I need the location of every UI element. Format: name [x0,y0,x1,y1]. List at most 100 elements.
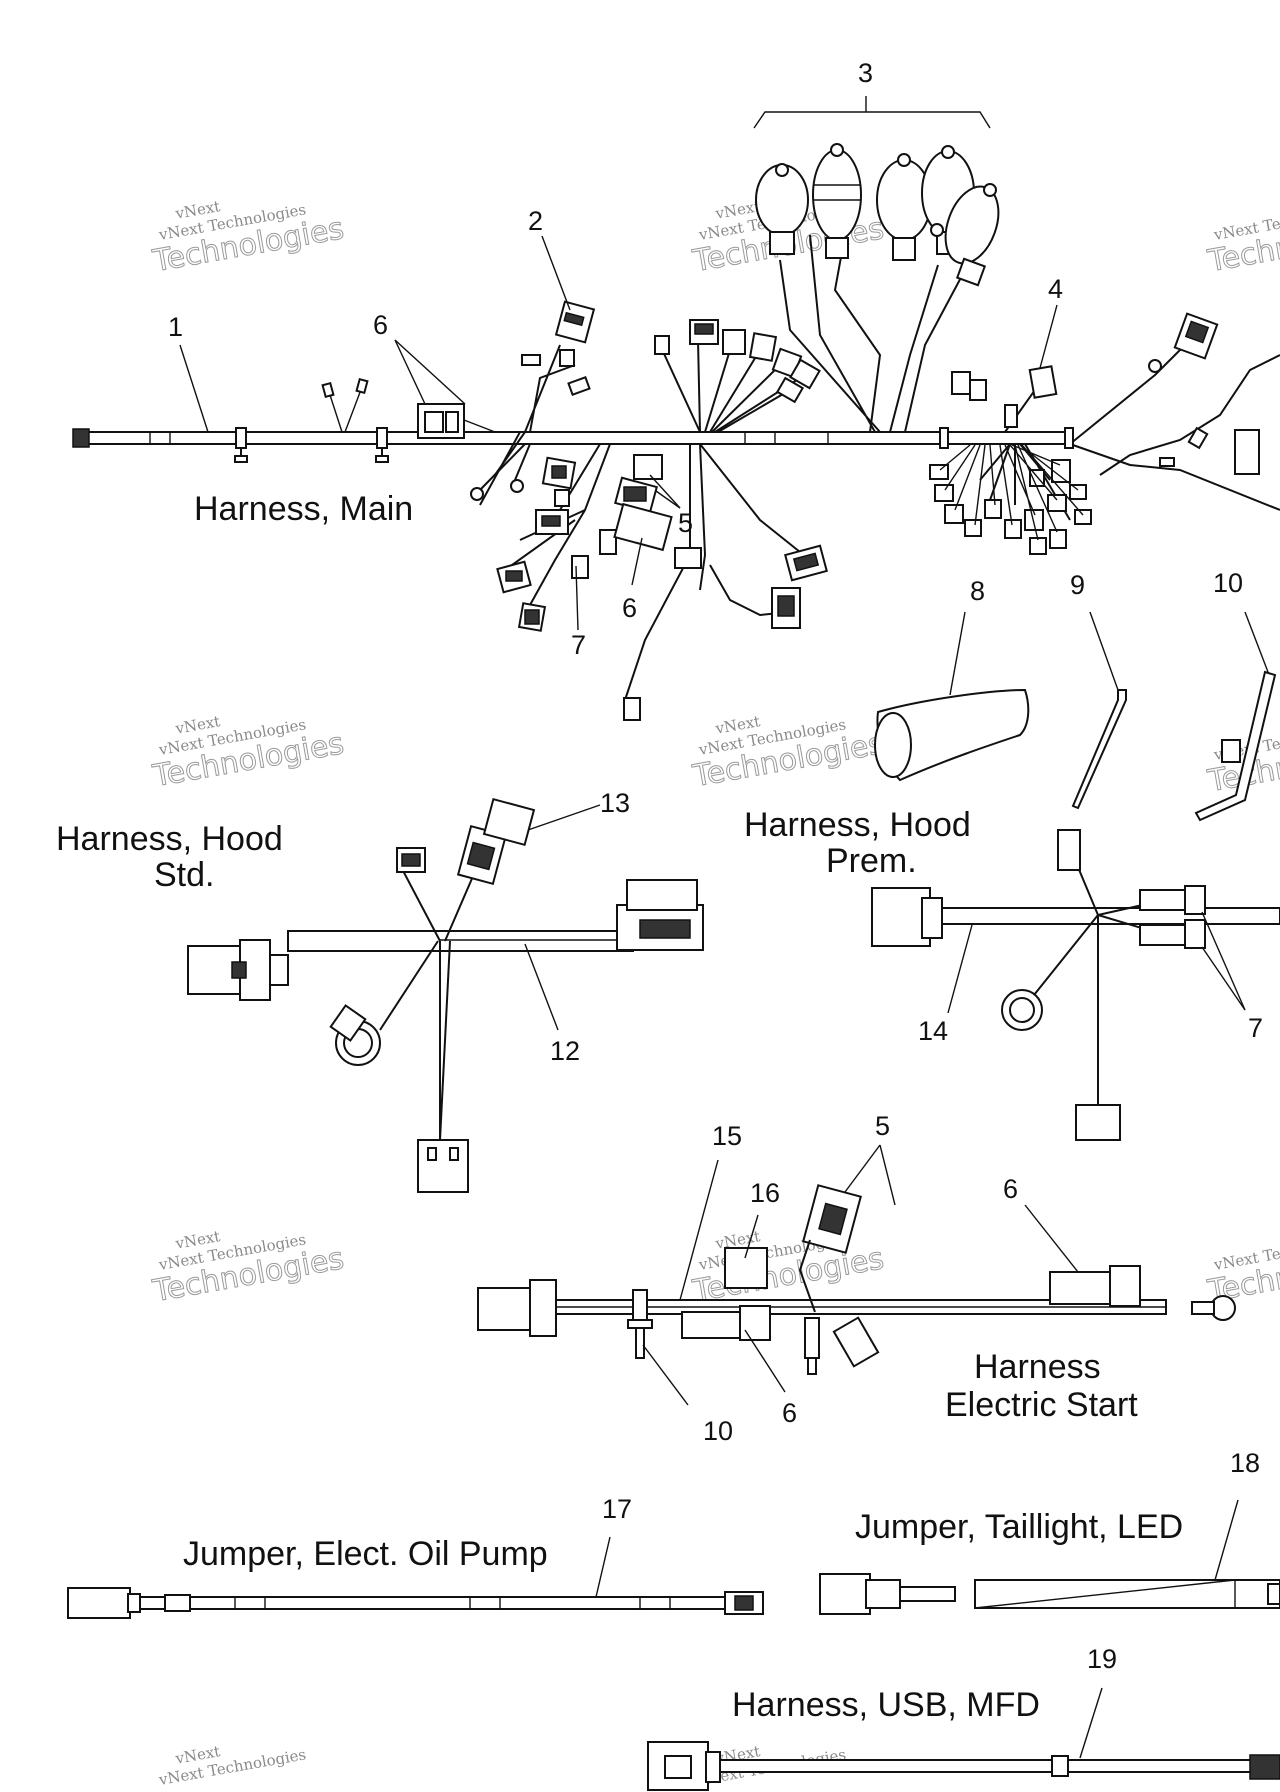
injector [755,163,809,255]
inline-connector [1139,885,1206,915]
jumper-oil-pump [67,1587,764,1619]
injector [812,143,862,259]
connector [969,379,987,401]
connector [567,376,591,396]
watermark: vNext Technologies Technologies [1204,200,1280,279]
connector [517,602,547,632]
caption-oil-pump: Jumper, Elect. Oil Pump [183,1535,548,1573]
watermark: vNext vNext Technologies Technologies [149,197,347,280]
harness-usb-mfd [647,1741,1280,1791]
connector [623,697,641,721]
jumper-taillight [819,1573,1280,1615]
leader-lines [179,235,1269,1759]
callout-19: 19 [1087,1644,1117,1674]
callout-5-main: 5 [678,508,693,538]
callout-10-top: 10 [1213,568,1243,598]
main-end-connector [72,428,90,448]
callout-4: 4 [1048,274,1063,304]
caption-harness-main: Harness, Main [194,490,413,528]
connector [802,1184,862,1254]
watermark: vNext vNext Technologies [157,1742,308,1789]
callout-12: 12 [550,1036,580,1066]
callout-5-start: 5 [875,1111,890,1141]
connector [951,371,971,395]
connector [1173,312,1219,360]
harness-main [72,96,1280,721]
connector [456,824,508,886]
caption-electric-start-1: Harness [974,1348,1101,1386]
bolt [627,1289,653,1359]
connector [804,1317,820,1375]
connector [554,300,596,344]
caption-usb-mfd: Harness, USB, MFD [732,1686,1040,1724]
watermark: vNext vNext Technologies Technologies [149,1227,347,1310]
connector-cluster [929,444,1092,555]
connector [1234,429,1260,475]
sealed-connector [329,1004,381,1066]
callout-18: 18 [1230,1448,1260,1478]
clip [1148,359,1162,373]
connector [554,489,570,507]
callout-9: 9 [1070,570,1085,600]
connector [614,476,658,514]
module-connector [616,879,704,951]
watermark: vNext vNext Technologies Technologies [689,1227,887,1310]
taillight-sleeve [974,1579,1280,1609]
injector [876,153,932,261]
protector-sleeve-8 [874,688,1030,782]
hood-std-trunk [287,930,634,952]
callout-16: 16 [750,1178,780,1208]
connector [541,456,577,490]
main-trunk [84,431,1071,445]
watermark: vNext vNext Technologies Technologies [149,712,347,795]
connector [482,797,536,847]
terminal-block [1075,1104,1121,1141]
watermark: vNext Technologies Technologies [1204,1230,1280,1309]
harness-electric-start [477,1184,1236,1375]
ring-terminal [1191,1295,1236,1321]
connector [689,319,719,345]
fuse-holder [613,454,673,552]
connector [396,847,426,873]
trunk-clip [375,427,389,463]
callout-7-main: 7 [571,630,586,660]
connector [535,509,569,535]
callout-6-main-top: 6 [373,310,388,340]
callout-3: 3 [858,58,873,88]
caption-hood-std-1: Harness, Hood [56,820,283,858]
connector [789,358,821,390]
harness-hood-prem [871,829,1280,1141]
connector [1057,829,1081,871]
connector [681,1305,771,1341]
callout-10-start: 10 [703,1416,733,1446]
relay-connector [417,403,496,439]
callout-2: 2 [528,206,543,236]
connector [1049,1265,1141,1307]
connector [832,1316,880,1368]
caption-electric-start-2: Electric Start [945,1386,1138,1424]
inline-connector [1139,919,1206,949]
captions: Harness, Main Harness, Hood Std. Harness… [56,490,1183,1724]
oil-pump-wire [139,1596,731,1610]
cable-tie-9 [1071,689,1127,810]
connector [571,555,589,579]
callout-6-start-right: 6 [1003,1174,1018,1204]
connector [559,349,575,367]
connector [784,544,828,582]
harness-hood-std [187,797,704,1193]
injector-bracket [753,96,991,129]
ring-terminal [470,479,524,501]
connector [775,376,805,404]
sealed-connector [1001,989,1043,1031]
trunk-clip [234,427,248,463]
callout-1: 1 [168,312,183,342]
hood-prem-trunk [941,907,1280,925]
callout-6-start-left: 6 [782,1398,797,1428]
connector [496,560,532,594]
callout-14: 14 [918,1016,948,1046]
connector [1028,365,1058,399]
watermark: vNext vNext Technologies Technologies [689,712,887,795]
connector [771,587,801,629]
connector [722,329,746,355]
connector [1187,426,1209,450]
